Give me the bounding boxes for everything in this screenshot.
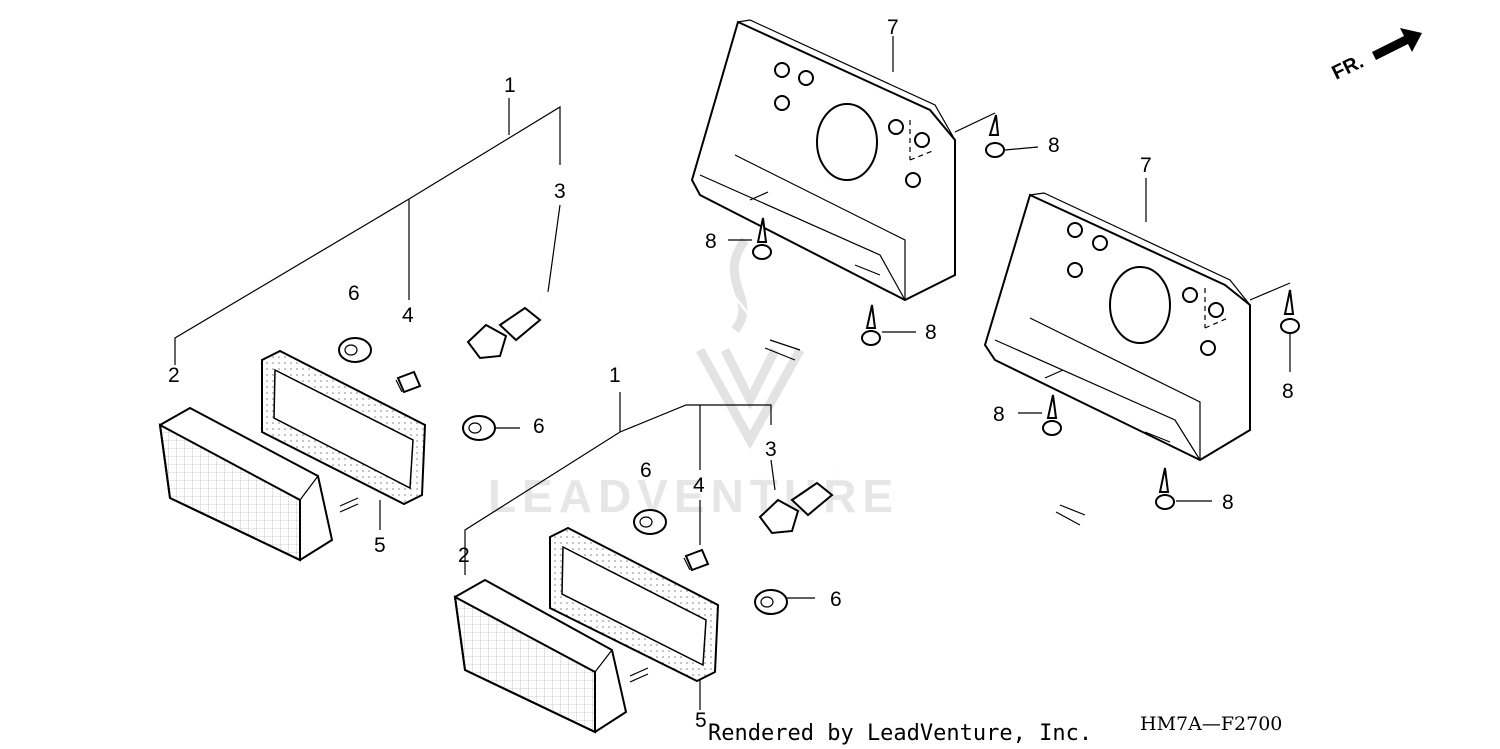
callout-b5: 5 <box>695 709 707 732</box>
callout-d8b: 8 <box>993 403 1005 426</box>
callout-b3: 3 <box>765 438 777 461</box>
callout-a5: 5 <box>374 534 386 557</box>
screw-d1 <box>1280 289 1300 372</box>
bracket-right: 7 8 8 8 <box>983 154 1300 514</box>
screw-c3 <box>861 304 916 346</box>
wire-harness-a <box>466 244 801 361</box>
screw-d2 <box>1018 394 1062 436</box>
callout-d7: 7 <box>1140 154 1152 177</box>
leader-b3 <box>770 459 776 491</box>
render-credit: Rendered by LeadVenture, Inc. <box>708 721 1092 746</box>
callout-c8c: 8 <box>925 321 937 344</box>
screw-d3 <box>1155 467 1212 510</box>
callout-b4: 4 <box>693 474 705 497</box>
callout-c8b: 8 <box>705 230 717 253</box>
lens-b <box>453 578 649 734</box>
front-direction-indicator: FR. <box>1329 28 1422 84</box>
callout-a6: 6 <box>348 282 360 305</box>
grommet-a <box>338 337 372 363</box>
gasket-a <box>261 349 427 506</box>
wire-harness-b <box>758 424 1086 535</box>
bracket-top: 7 8 8 8 <box>690 16 1060 346</box>
watermark-logo <box>696 237 804 450</box>
lens-a <box>158 406 359 562</box>
callout-b6a: 6 <box>640 459 652 482</box>
light-assembly-center: 1 2 3 4 5 6 6 6 <box>453 364 1086 734</box>
callout-a2: 2 <box>168 364 180 387</box>
grommet-a2 <box>462 415 520 441</box>
front-label: FR. <box>1329 51 1368 85</box>
callout-d8c: 8 <box>1222 491 1234 514</box>
bulb-a <box>395 370 422 394</box>
callout-c7: 7 <box>887 16 899 39</box>
screw-c2 <box>728 217 772 260</box>
bulb-b <box>683 548 710 572</box>
grommet-b <box>633 509 667 535</box>
gasket-b <box>549 526 720 683</box>
callout-a1: 1 <box>504 74 516 97</box>
leader-a3 <box>547 204 561 293</box>
light-assembly-left: 1 2 3 4 5 6 <box>158 74 801 562</box>
screw-c1 <box>985 114 1039 158</box>
callout-d8a: 8 <box>1282 380 1294 403</box>
callout-c8a: 8 <box>1048 134 1060 157</box>
callout-a3: 3 <box>554 180 566 203</box>
grommet-b2 <box>754 589 815 615</box>
callout-b6b: 6 <box>533 415 545 438</box>
callout-b1: 1 <box>609 364 621 387</box>
leader-b1 <box>464 404 772 575</box>
callout-a4: 4 <box>402 304 414 327</box>
front-arrow-icon <box>1372 28 1422 60</box>
callout-b2: 2 <box>458 544 470 567</box>
diagram-code: HM7A—F2700 <box>1140 713 1282 735</box>
callout-b6c: 6 <box>830 588 842 611</box>
